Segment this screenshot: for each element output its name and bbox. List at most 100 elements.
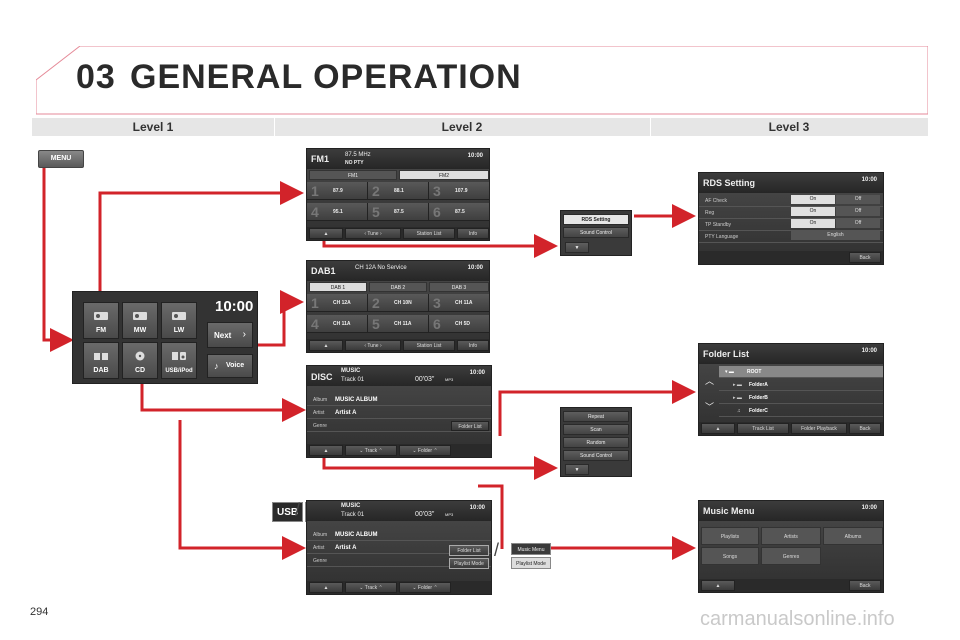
folder-button[interactable]: ⌄ Folder ⌃ xyxy=(399,582,451,593)
up-arrow-button[interactable]: ▲ xyxy=(309,445,343,456)
repeat-item[interactable]: Repeat xyxy=(563,411,629,422)
folder-list-button[interactable]: Folder List xyxy=(449,545,489,556)
scroll-down-icon[interactable]: ﹀ xyxy=(705,402,715,412)
track-button[interactable]: ⌄ Track ⌃ xyxy=(345,445,397,456)
usb-ipod-button[interactable]: USB/iPod xyxy=(161,342,197,379)
rds-time: 10:00 xyxy=(861,177,877,183)
cd-button[interactable]: CD xyxy=(122,342,158,379)
mw-button[interactable]: MW xyxy=(122,302,158,339)
genre-row: Genre xyxy=(307,555,491,567)
voice-button[interactable]: ♪ Voice xyxy=(207,354,253,378)
down-arrow-button[interactable]: ▼ xyxy=(565,464,589,475)
folder-item[interactable]: ♫FolderC xyxy=(719,405,883,417)
fm-pty: NO PTY xyxy=(345,160,364,166)
music-menu-time: 10:00 xyxy=(861,505,877,511)
albums-button[interactable]: Albums xyxy=(823,527,883,545)
folder-item[interactable]: ▸ ▬FolderB xyxy=(719,392,883,404)
music-menu-button[interactable]: Music Menu xyxy=(511,543,551,555)
chevron-up-icon: ⌃ xyxy=(432,585,438,591)
sound-control-item[interactable]: Sound Control xyxy=(563,450,629,461)
tab-dab3[interactable]: DAB 3 xyxy=(429,282,489,292)
scan-item[interactable]: Scan xyxy=(563,424,629,435)
playlist-mode-button[interactable]: Playlist Mode xyxy=(449,558,489,569)
up-arrow-button[interactable]: ▲ xyxy=(309,228,343,239)
info-button[interactable]: Info xyxy=(457,228,489,239)
separator-slash: / xyxy=(494,540,500,560)
tp-off-toggle[interactable]: Off xyxy=(836,219,880,228)
chevron-down-icon: ⌄ xyxy=(412,585,418,591)
artists-button[interactable]: Artists xyxy=(761,527,821,545)
info-button[interactable]: Info xyxy=(457,340,489,351)
pty-language-value[interactable]: English xyxy=(791,231,880,240)
genres-button[interactable]: Genres xyxy=(761,547,821,565)
back-button[interactable]: Back xyxy=(849,580,881,591)
tune-button[interactable]: ‹ Tune › xyxy=(345,228,401,239)
track-list-button[interactable]: Track List xyxy=(737,423,789,434)
up-arrow-button[interactable]: ▲ xyxy=(701,580,735,591)
dab-button[interactable]: DAB xyxy=(83,342,119,379)
chapter-number: 03 xyxy=(76,58,116,96)
tab-fm1[interactable]: FM1 xyxy=(309,170,397,180)
chevron-left-icon: ‹ xyxy=(364,231,368,237)
page-number: 294 xyxy=(30,606,49,618)
usb-badge: USB xyxy=(272,502,304,522)
rds-setting-item[interactable]: RDS Setting xyxy=(563,214,629,225)
tune-button[interactable]: ‹ Tune › xyxy=(345,340,401,351)
folder-list-time: 10:00 xyxy=(861,348,877,354)
folder-playback-button[interactable]: Folder Playback xyxy=(791,423,847,434)
songs-button[interactable]: Songs xyxy=(701,547,759,565)
disc-popup-menu: Repeat Scan Random Sound Control ▼ xyxy=(560,407,632,477)
playlists-button[interactable]: Playlists xyxy=(701,527,759,545)
radio-icon xyxy=(94,312,108,320)
af-off-toggle[interactable]: Off xyxy=(836,195,880,204)
tp-on-toggle[interactable]: On xyxy=(791,219,835,228)
lw-button[interactable]: LW xyxy=(161,302,197,339)
station-list-button[interactable]: Station List xyxy=(403,228,455,239)
folder-item-root[interactable]: ▾ ▬ROOT xyxy=(719,366,883,378)
scroll-up-icon[interactable]: ︿ xyxy=(705,376,715,386)
pty-language-row: PTY Language English xyxy=(699,231,883,243)
folder-list-button[interactable]: Folder List xyxy=(451,421,489,431)
menu-button[interactable]: MENU xyxy=(38,150,84,168)
reg-off-toggle[interactable]: Off xyxy=(836,207,880,216)
random-item[interactable]: Random xyxy=(563,437,629,448)
chevron-up-icon: ⌃ xyxy=(432,448,438,454)
back-button[interactable]: Back xyxy=(849,252,881,263)
playlist-mode-button[interactable]: Playlist Mode xyxy=(511,557,551,569)
sound-control-item[interactable]: Sound Control xyxy=(563,227,629,238)
next-button[interactable]: Next › xyxy=(207,322,253,348)
arrow-fm-to-fmscreen xyxy=(98,181,304,310)
up-arrow-button[interactable]: ▲ xyxy=(309,340,343,351)
tab-dab2[interactable]: DAB 2 xyxy=(369,282,427,292)
chevron-right-icon: › xyxy=(378,231,382,237)
station-list-button[interactable]: Station List xyxy=(403,340,455,351)
track-button[interactable]: ⌄ Track ⌃ xyxy=(345,582,397,593)
tab-fm2[interactable]: FM2 xyxy=(399,170,489,180)
up-arrow-button[interactable]: ▲ xyxy=(309,582,343,593)
folder-item[interactable]: ▸ ▬FolderA xyxy=(719,379,883,391)
reg-on-toggle[interactable]: On xyxy=(791,207,835,216)
level-1-label: Level 1 xyxy=(132,120,174,134)
back-button[interactable]: Back xyxy=(849,423,881,434)
disc-elapsed: 00'03" xyxy=(415,376,435,383)
af-on-toggle[interactable]: On xyxy=(791,195,835,204)
up-arrow-button[interactable]: ▲ xyxy=(701,423,735,434)
tab-dab1[interactable]: DAB 1 xyxy=(309,282,367,292)
folder-button[interactable]: ⌄ Folder ⌃ xyxy=(399,445,451,456)
fm-button[interactable]: FM xyxy=(83,302,119,339)
voice-icon: ♪ xyxy=(214,361,219,371)
up-arrow-button[interactable]: ▼ xyxy=(565,242,589,253)
